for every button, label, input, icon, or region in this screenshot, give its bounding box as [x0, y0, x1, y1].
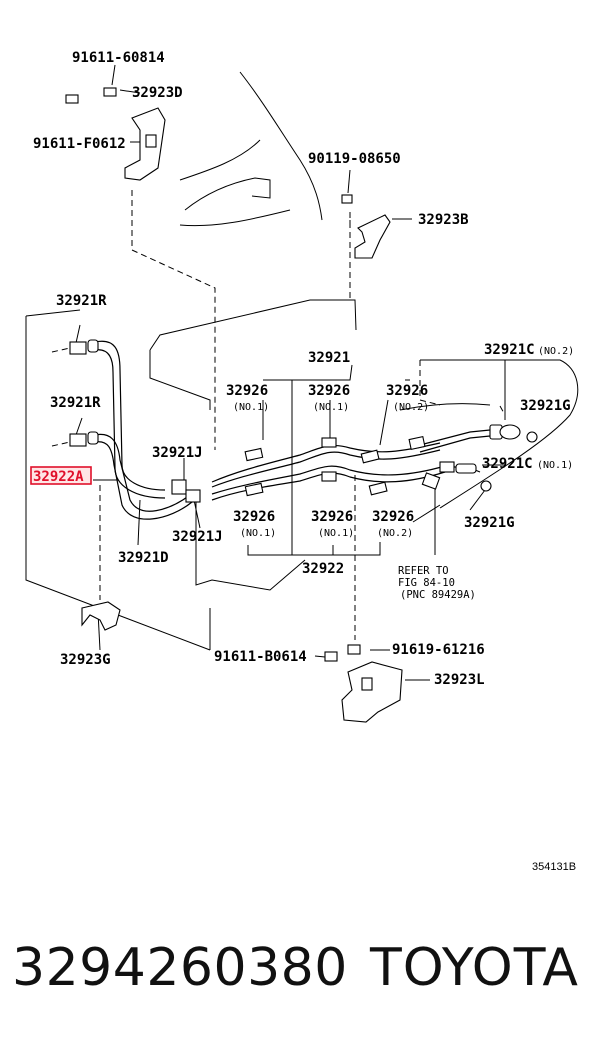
refer-line-3: (PNC 89429A)	[400, 589, 476, 601]
callout-32926-b-note: (NO.1)	[313, 402, 349, 413]
fuel-pipes	[94, 340, 491, 520]
callout-91619-61216[interactable]: 91619-61216	[392, 642, 485, 658]
callout-32921C-bot-note: (NO.1)	[537, 460, 573, 471]
footer-part-number: 3294260380	[12, 938, 348, 998]
footer-brand: TOYOTA	[370, 938, 579, 998]
callout-32926-b[interactable]: 32926	[308, 383, 350, 399]
callout-32921G-bot[interactable]: 32921G	[464, 515, 515, 531]
callout-90119-08650[interactable]: 90119-08650	[308, 151, 401, 167]
callout-91611-B0614[interactable]: 91611-B0614	[214, 649, 307, 665]
callout-32923B[interactable]: 32923B	[418, 212, 469, 228]
callout-32921C-top[interactable]: 32921C	[484, 342, 535, 358]
callout-32926-c-note: (NO.2)	[393, 402, 429, 413]
callout-32923D[interactable]: 32923D	[132, 85, 183, 101]
parts-diagram: 91611-60814 32923D 91611-F0612 90119-086…	[25, 50, 579, 873]
callout-32923G[interactable]: 32923G	[60, 652, 111, 668]
callout-32926-e[interactable]: 32926	[311, 509, 353, 525]
callout-labels: 91611-60814 32923D 91611-F0612 90119-086…	[33, 50, 576, 873]
callout-32926-d-note: (NO.1)	[240, 528, 276, 539]
callout-32921R-top[interactable]: 32921R	[56, 293, 107, 309]
callout-32926-a[interactable]: 32926	[226, 383, 268, 399]
hardware-parts	[65, 87, 538, 723]
diagram-code: 354131B	[532, 861, 576, 873]
callout-32922[interactable]: 32922	[302, 561, 344, 577]
callout-91611-F0612[interactable]: 91611-F0612	[33, 136, 126, 152]
callout-32921J-top[interactable]: 32921J	[152, 445, 203, 461]
callout-32921D[interactable]: 32921D	[118, 550, 169, 566]
callout-32921R-mid[interactable]: 32921R	[50, 395, 101, 411]
callout-91611-60814[interactable]: 91611-60814	[72, 50, 165, 66]
callout-32921C-bot[interactable]: 32921C	[482, 456, 533, 472]
callout-32926-c[interactable]: 32926	[386, 383, 428, 399]
leader-lines	[51, 64, 506, 681]
refer-line-1: REFER TO	[398, 565, 449, 577]
highlight-box	[30, 466, 92, 485]
callout-32922A[interactable]: 32922A	[33, 469, 84, 485]
callout-32921[interactable]: 32921	[308, 350, 350, 366]
callout-32926-a-note: (NO.1)	[233, 402, 269, 413]
callout-32921C-top-note: (NO.2)	[538, 346, 574, 357]
callout-32926-e-note: (NO.1)	[318, 528, 354, 539]
callout-32926-f-note: (NO.2)	[377, 528, 413, 539]
transmission-outline	[25, 71, 579, 651]
callout-32926-d[interactable]: 32926	[233, 509, 275, 525]
refer-line-2: FIG 84-10	[398, 577, 455, 589]
callout-32921G-top[interactable]: 32921G	[520, 398, 571, 414]
callout-32921J-bot[interactable]: 32921J	[172, 529, 223, 545]
callout-32923L[interactable]: 32923L	[434, 672, 485, 688]
callout-32926-f[interactable]: 32926	[372, 509, 414, 525]
